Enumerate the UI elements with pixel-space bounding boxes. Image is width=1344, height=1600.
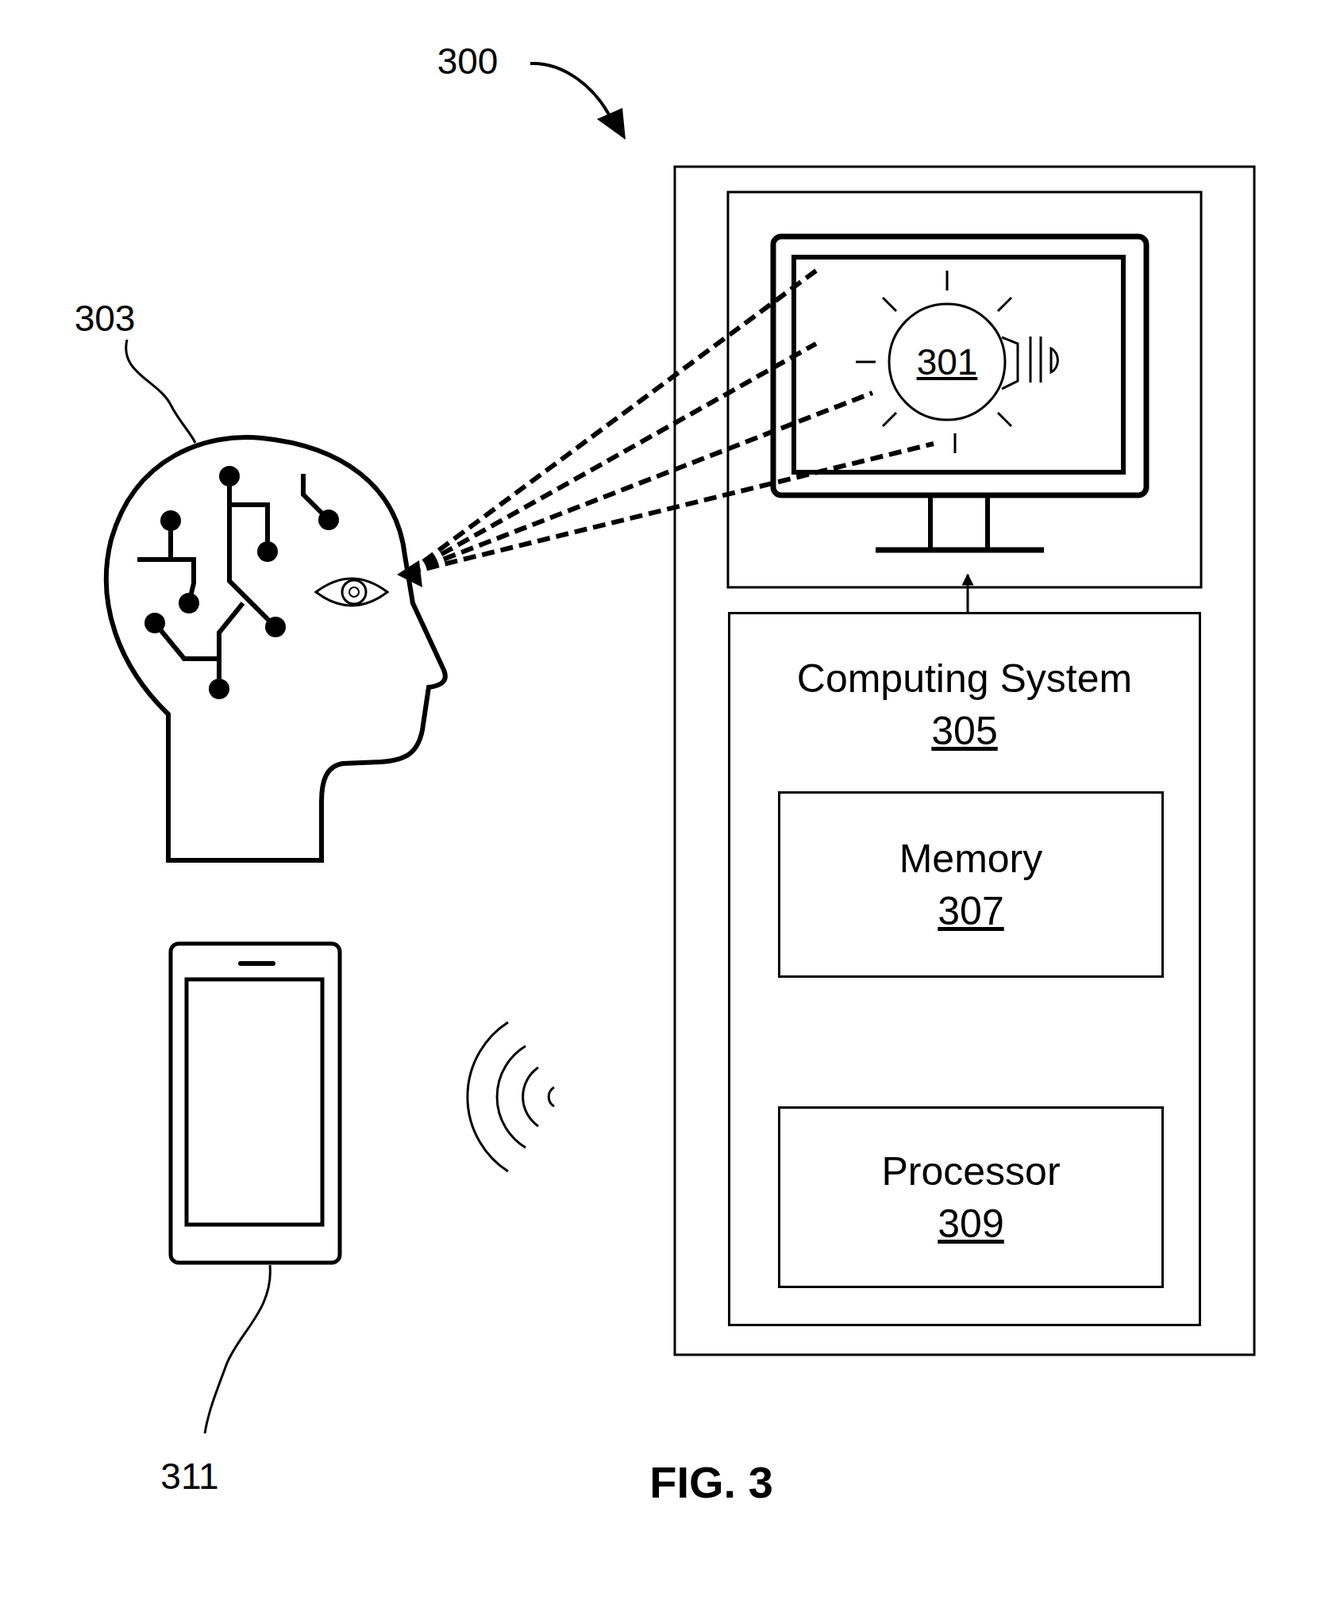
circuit-node (318, 509, 339, 531)
circuit-trace (219, 603, 243, 690)
wireless-signal (467, 1022, 509, 1172)
light-ray (855, 361, 876, 364)
wireless-signal (496, 1046, 526, 1148)
iris (342, 580, 366, 605)
reference-number: 307 (937, 885, 1004, 938)
monitor-base (875, 547, 1044, 554)
system-frame (674, 166, 1255, 1356)
wireless-signal (523, 1067, 539, 1127)
circuit-node (178, 593, 200, 614)
circuit-node (265, 616, 286, 638)
leader-line (204, 1265, 270, 1434)
gaze-line (408, 392, 873, 574)
bulb-base (1039, 336, 1043, 383)
light-ray (997, 297, 1012, 312)
pointer-arrow (530, 63, 612, 120)
memory-box: Memory307 (777, 791, 1164, 979)
bulb-base (1029, 336, 1033, 383)
reference-number: 301 (916, 339, 979, 385)
pupil (349, 587, 359, 597)
monitor-stand (928, 497, 933, 548)
reference-number: 305 (931, 704, 998, 758)
circuit-node (144, 612, 166, 634)
circuit-trace (154, 623, 220, 659)
light-bulb: 301 (887, 302, 1007, 422)
user-head (106, 437, 446, 861)
leader-line (126, 339, 196, 443)
light-ray (946, 270, 949, 291)
bulb-contact (1051, 348, 1058, 373)
box-title: Computing System (797, 652, 1133, 705)
gaze-line (408, 443, 934, 574)
arrow-head (596, 107, 626, 140)
box-title: Processor (881, 1145, 1060, 1198)
wireless-signal (548, 1087, 555, 1107)
callout-number: 311 (160, 1455, 219, 1499)
circuit-node (208, 678, 230, 700)
monitor-bezel (773, 236, 1147, 496)
figure-caption: FIG. 3 (649, 1456, 774, 1509)
gaze-line (408, 270, 817, 574)
mobile-device (170, 943, 340, 1264)
light-ray (997, 412, 1012, 427)
circuit-node (160, 510, 181, 532)
monitor-stand (985, 497, 990, 548)
light-ray (882, 297, 897, 312)
device-speaker (240, 961, 274, 967)
figure-reference: 300 (437, 39, 499, 83)
light-ray (954, 433, 957, 454)
circuit-node (257, 541, 278, 563)
computing-system-box: Computing System305Memory307Processor309 (727, 612, 1202, 1327)
callout-number: 303 (74, 296, 136, 340)
processor-box: Processor309 (777, 1106, 1164, 1289)
device-screen (186, 979, 323, 1225)
gaze-line (408, 343, 817, 574)
bulb-outline (889, 304, 1006, 420)
reference-number: 309 (937, 1197, 1004, 1251)
monitor-screen (793, 257, 1124, 473)
circuit-node (219, 465, 240, 487)
box-title: Memory (899, 832, 1044, 886)
eye (315, 578, 388, 606)
light-ray (882, 412, 897, 427)
display-box (727, 192, 1202, 588)
